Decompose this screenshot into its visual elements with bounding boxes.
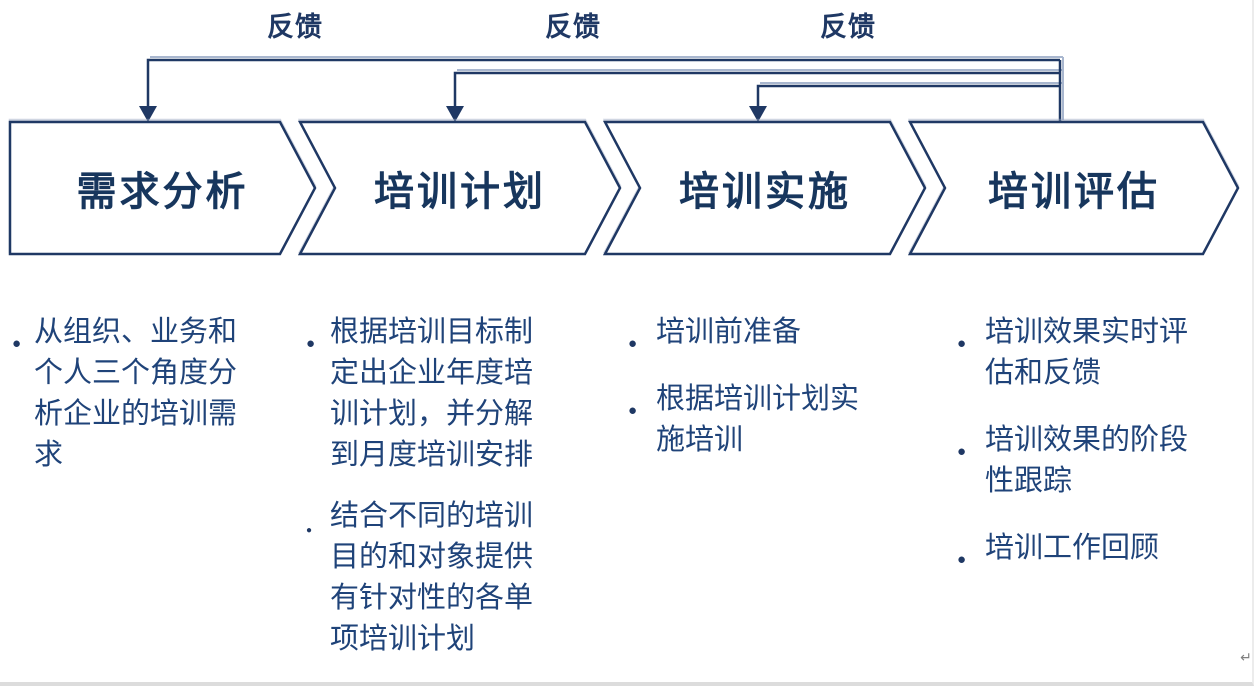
bullet-item: 培训效果的阶段性跟踪 [943,420,1201,502]
arrowhead-stage1 [139,106,157,122]
chevron-training-evaluation [907,120,1240,256]
chevron-needs-analysis [8,120,317,256]
bullet-text: 培训前准备 [656,316,802,348]
feedback-label-3: 反馈 [820,11,876,42]
bullet-item: 从组织、业务和个人三个角度分析企业的培训需求 [8,312,246,476]
bullet-item: 培训工作回顾 [943,528,1201,580]
bullet-item: 根据培训目标制定出企业年度培训计划，并分解到月度培训安排 [302,312,544,476]
feedback-label-2: 反馈 [545,11,601,42]
bullet-text: 培训效果实时评估和反馈 [985,316,1189,389]
feedback-label-1: 反馈 [267,11,323,42]
bullets-training-implementation: 培训前准备 根据培训计划实施培训 [618,312,870,461]
feedback-line-shadows [150,56,1064,120]
bullets-training-evaluation: 培训效果实时评估和反馈 培训效果的阶段性跟踪 培训工作回顾 [943,312,1201,580]
feedback-line-to-stage2 [453,71,1060,110]
stage-title-training-implementation: 培训实施 [679,170,851,214]
feedback-arrowheads [139,106,767,122]
stage-title-needs-analysis: 需求分析 [76,170,249,214]
bullet-item: 结合不同的培训目的和对象提供有针对性的各单项培训计划 [302,496,544,660]
bullet-text: 结合不同的培训目的和对象提供有针对性的各单项培训计划 [330,500,534,655]
bullets-training-plan: 根据培训目标制定出企业年度培训计划，并分解到月度培训安排 结合不同的培训目的和对… [302,312,544,660]
bullet-item: 根据培训计划实施培训 [618,379,870,461]
bullet-text: 从组织、业务和个人三个角度分析企业的培训需求 [34,316,238,471]
stage-title-training-plan: 培训计划 [374,170,546,214]
return-mark-icon: ↵ [1240,649,1252,665]
bullet-text: 根据培训目标制定出企业年度培训计划，并分解到月度培训安排 [330,316,534,471]
bullet-text: 培训工作回顾 [985,532,1160,564]
bullet-text: 根据培训计划实施培训 [656,383,860,456]
feedback-line-to-stage3 [756,84,1060,110]
bullet-text: 培训效果的阶段性跟踪 [985,424,1189,497]
chevron-training-implementation [602,120,927,256]
bullet-item: 培训效果实时评估和反馈 [943,312,1201,394]
feedback-lines [146,58,1062,121]
stage-title-training-evaluation: 培训评估 [988,170,1160,214]
feedback-line-to-stage1 [146,58,1060,110]
bullet-item: 培训前准备 [618,312,870,364]
chevron-training-plan [297,120,622,256]
chevron-shapes [8,120,1240,256]
arrowhead-stage2 [446,106,464,122]
bullets-needs-analysis: 从组织、业务和个人三个角度分析企业的培训需求 [8,312,246,476]
arrowhead-stage3 [749,106,767,122]
